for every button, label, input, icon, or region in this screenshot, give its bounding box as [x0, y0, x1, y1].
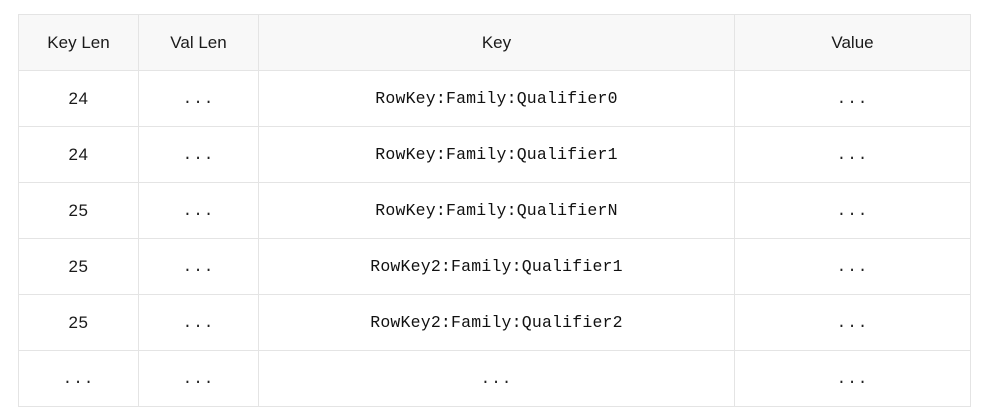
cell-value: ...: [734, 294, 971, 351]
cell-val-len: ...: [138, 238, 259, 295]
cell-key: RowKey:Family:Qualifier1: [258, 126, 735, 183]
cell-val-len: ...: [138, 294, 259, 351]
cell-key: RowKey:Family:QualifierN: [258, 182, 735, 239]
table-header-row: Key Len Val Len Key Value: [18, 14, 971, 71]
cell-key: RowKey2:Family:Qualifier1: [258, 238, 735, 295]
cell-value: ...: [734, 126, 971, 183]
column-header-value: Value: [734, 14, 971, 71]
table-row: 25 ... RowKey2:Family:Qualifier2 ...: [18, 294, 971, 351]
cell-key-len: 25: [18, 294, 139, 351]
cell-val-len: ...: [138, 70, 259, 127]
column-header-key-len: Key Len: [18, 14, 139, 71]
cell-value: ...: [734, 70, 971, 127]
cell-value: ...: [734, 350, 971, 407]
cell-key: RowKey2:Family:Qualifier2: [258, 294, 735, 351]
cell-key-len: 25: [18, 238, 139, 295]
table-row: 25 ... RowKey:Family:QualifierN ...: [18, 182, 971, 239]
cell-key-len: ...: [18, 350, 139, 407]
column-header-val-len: Val Len: [138, 14, 259, 71]
table-row: 25 ... RowKey2:Family:Qualifier1 ...: [18, 238, 971, 295]
cell-val-len: ...: [138, 182, 259, 239]
cell-key-len: 24: [18, 70, 139, 127]
cell-val-len: ...: [138, 350, 259, 407]
cell-key-len: 24: [18, 126, 139, 183]
cell-val-len: ...: [138, 126, 259, 183]
kv-table-container: Key Len Val Len Key Value 24 ... RowKey:…: [18, 14, 971, 407]
key-value-table: Key Len Val Len Key Value 24 ... RowKey:…: [18, 14, 971, 407]
table-header: Key Len Val Len Key Value: [18, 14, 971, 71]
table-row: 24 ... RowKey:Family:Qualifier0 ...: [18, 70, 971, 127]
column-header-key: Key: [258, 14, 735, 71]
cell-key: ...: [258, 350, 735, 407]
cell-key: RowKey:Family:Qualifier0: [258, 70, 735, 127]
cell-value: ...: [734, 238, 971, 295]
cell-key-len: 25: [18, 182, 139, 239]
table-row: ... ... ... ...: [18, 350, 971, 407]
cell-value: ...: [734, 182, 971, 239]
table-body: 24 ... RowKey:Family:Qualifier0 ... 24 .…: [18, 70, 971, 407]
table-row: 24 ... RowKey:Family:Qualifier1 ...: [18, 126, 971, 183]
